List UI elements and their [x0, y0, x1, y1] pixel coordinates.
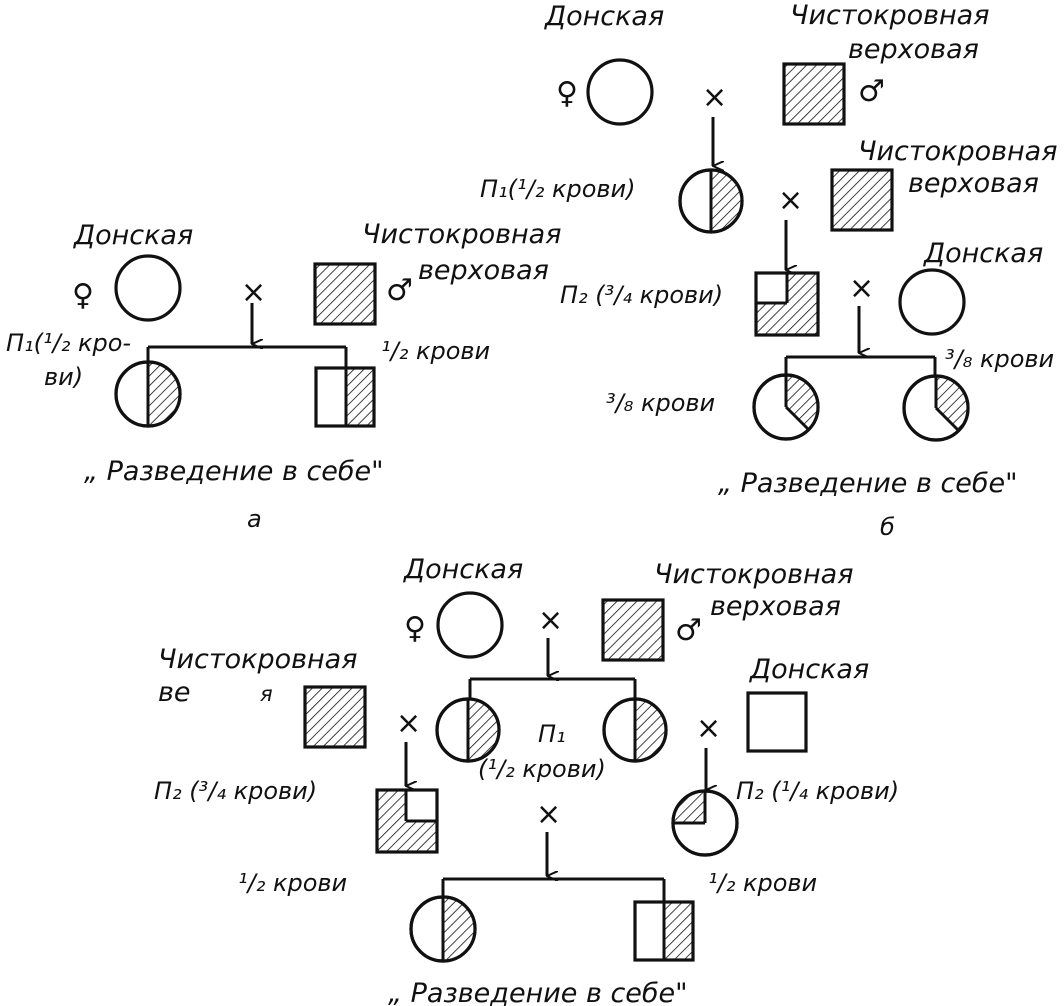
panel-a: Донская ♀ Чистокровная верховая ♂ × П₁(¹… [6, 219, 561, 533]
b-dam2-breed-label: Донская [923, 238, 1043, 269]
c-offspring-female-half-blood [409, 895, 477, 963]
c-right-dam-square [746, 691, 808, 753]
b-off-right-label: ³/₈ крови [945, 345, 1054, 373]
a-male-symbol: ♂ [386, 273, 413, 308]
c-cross-right-symbol: × [696, 711, 721, 746]
b-off-left-label: ³/₈ крови [606, 389, 715, 417]
c-f2-left-label: П₂ (³/₄ крови) [154, 777, 317, 805]
c-left-sire-label-2b: я [260, 682, 273, 706]
b-sire-breed-label: Чистокровная [790, 0, 989, 31]
b-caption: „ Разведение в себе" [718, 468, 1018, 499]
b-offspring-left-three-eighths [752, 373, 820, 441]
c-left-sire-label-2a: ве [158, 677, 191, 708]
a-caption: „ Разведение в себе" [84, 456, 384, 487]
c-off-right-label: ¹/₂ крови [708, 869, 817, 897]
c-sire-breed-label: Чистокровная [654, 559, 853, 590]
c-right-dam-label: Донская [749, 654, 869, 685]
c-f1-left-half-blood [435, 697, 501, 763]
b-sire-square [782, 62, 846, 126]
c-female-symbol: ♀ [404, 611, 426, 646]
c-cross-left-symbol: × [396, 706, 421, 741]
b-f2-label: П₂ (³/₄ крови) [560, 281, 723, 309]
a-sire-breed-label-2: верховая [418, 255, 549, 286]
c-left-sire-square [303, 685, 367, 749]
c-f1-right-half-blood [602, 697, 668, 763]
c-f1-label-2: (¹/₂ крови) [478, 755, 606, 783]
b-panel-letter: б [880, 513, 895, 541]
c-off-left-label: ¹/₂ крови [238, 869, 347, 897]
c-caption: „ Разведение в себе" [388, 978, 688, 1006]
b-cross-symbol: × [702, 80, 727, 115]
panel-c: Донская ♀ Чистокровная верховая ♂ × Чист… [154, 554, 899, 1006]
a-sire-square [313, 262, 377, 326]
c-f2-male-three-quarter [375, 788, 439, 854]
c-f2-right-label: П₂ (¹/₄ крови) [736, 777, 899, 805]
c-cross-bottom-symbol: × [536, 797, 561, 832]
a-half-blood-label: ¹/₂ крови [381, 337, 490, 365]
c-f2-female-one-quarter [671, 789, 739, 857]
c-sire-square [601, 598, 665, 662]
a-panel-letter: а [247, 505, 262, 533]
c-left-sire-label: Чистокровная [158, 644, 357, 675]
a-sire-breed-label: Чистокровная [362, 219, 561, 250]
a-f1-label: П₁(¹/₂ кро- [6, 329, 131, 357]
c-dam-circle [436, 591, 504, 659]
b-dam2-circle [898, 268, 966, 336]
c-male-symbol: ♂ [675, 613, 702, 648]
c-dam-breed-label: Донская [403, 554, 523, 585]
b-male-symbol: ♂ [858, 74, 885, 109]
b-f1-label: П₁(¹/₂ крови) [480, 175, 636, 203]
panel-b: Донская ♀ Чистокровная верховая ♂ × П₁(¹… [480, 0, 1057, 541]
b-cross3-symbol: × [849, 271, 874, 306]
b-sire2-breed-label: Чистокровная [858, 136, 1057, 167]
b-female-symbol: ♀ [556, 76, 578, 111]
b-sire-breed-label-2: верховая [848, 34, 979, 65]
a-dam-breed-label: Донская [73, 220, 193, 251]
b-f2-male-three-quarter [754, 271, 820, 337]
a-female-symbol: ♀ [72, 278, 94, 313]
c-f1-label: П₁ [538, 720, 566, 748]
b-f1-female-half-blood [678, 168, 744, 234]
a-dam-circle [114, 254, 182, 322]
c-cross-top-symbol: × [538, 603, 563, 638]
a-f1-label-2: ви) [44, 363, 83, 391]
b-dam-breed-label: Донская [544, 1, 664, 32]
b-offspring-right-three-eighths [902, 374, 970, 442]
c-sire-breed-label-2: верховая [710, 591, 841, 622]
a-f1-male-half-blood [314, 366, 376, 428]
b-sire2-breed-label-2: верховая [908, 168, 1039, 199]
b-dam-circle [586, 58, 654, 126]
c-offspring-male-half-blood [633, 900, 695, 962]
b-sire2-square [830, 168, 894, 232]
a-cross-symbol: × [241, 275, 266, 310]
b-cross2-symbol: × [778, 183, 803, 218]
a-f1-female-half-blood [114, 360, 182, 428]
